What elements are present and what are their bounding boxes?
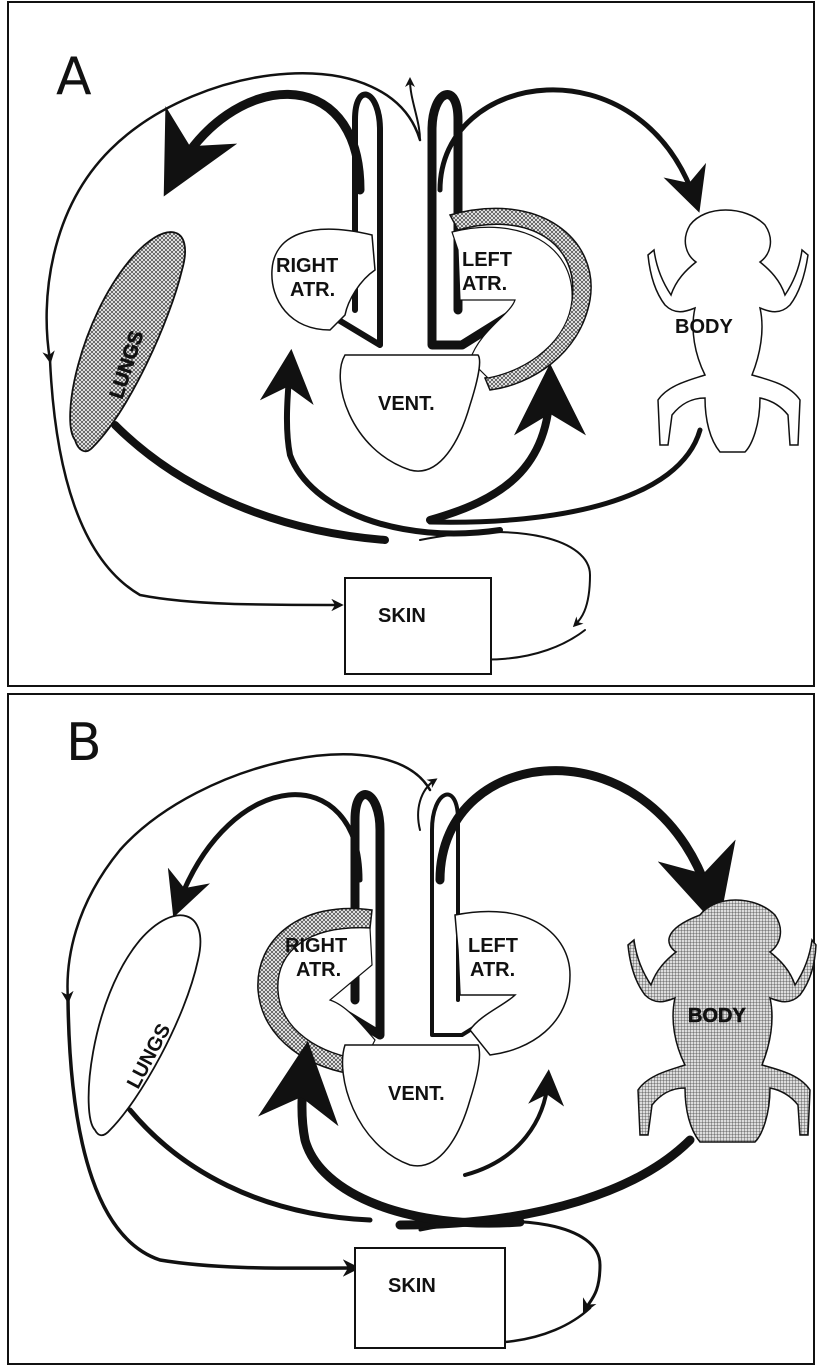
systemic-arch-arrow-b [440, 771, 712, 905]
panel-a: A RIGHT ATR. LEFT [8, 2, 814, 686]
right-atrium-label-a-line2: ATR. [290, 279, 335, 301]
right-atrium-label-b-line2: ATR. [296, 959, 341, 981]
left-atrium-label-a-line2: ATR. [462, 273, 507, 295]
lungs-outline-b [89, 915, 201, 1135]
ventricle-outline-b [343, 1045, 480, 1166]
pulmonary-return-line [115, 425, 385, 540]
left-atrium-label-b-line1: LEFT [468, 935, 518, 957]
panel-b: B RIGHT ATR. LEF [8, 694, 816, 1364]
pulmonary-return-line-b [130, 1110, 370, 1220]
panel-a-letter: A [56, 47, 92, 107]
ventricle-label-a: VENT. [378, 393, 435, 415]
panel-b-letter: B [66, 713, 102, 773]
skin-label-b: SKIN [388, 1275, 436, 1297]
skin-box-b [355, 1248, 505, 1348]
systemic-arch-arrow [440, 90, 695, 200]
ventricle-label-b: VENT. [388, 1083, 445, 1105]
left-atrium-label-b-line2: ATR. [470, 959, 515, 981]
small-up-arrow [410, 80, 420, 140]
right-atrium-label-a-line1: RIGHT [276, 255, 338, 277]
pulmonary-arch-arrow-b [178, 795, 360, 905]
skin-label-a: SKIN [378, 605, 426, 627]
left-atrium-outline-b [455, 911, 570, 1055]
body-label-a: BODY [675, 316, 733, 338]
left-atrium-label-a-line1: LEFT [462, 249, 512, 271]
right-atrium-label-b-line1: RIGHT [285, 935, 347, 957]
body-label-b: BODY [688, 1005, 746, 1027]
to-left-atrium-arrow-b [465, 1080, 548, 1175]
pulmonary-arch-arrow [175, 94, 360, 190]
